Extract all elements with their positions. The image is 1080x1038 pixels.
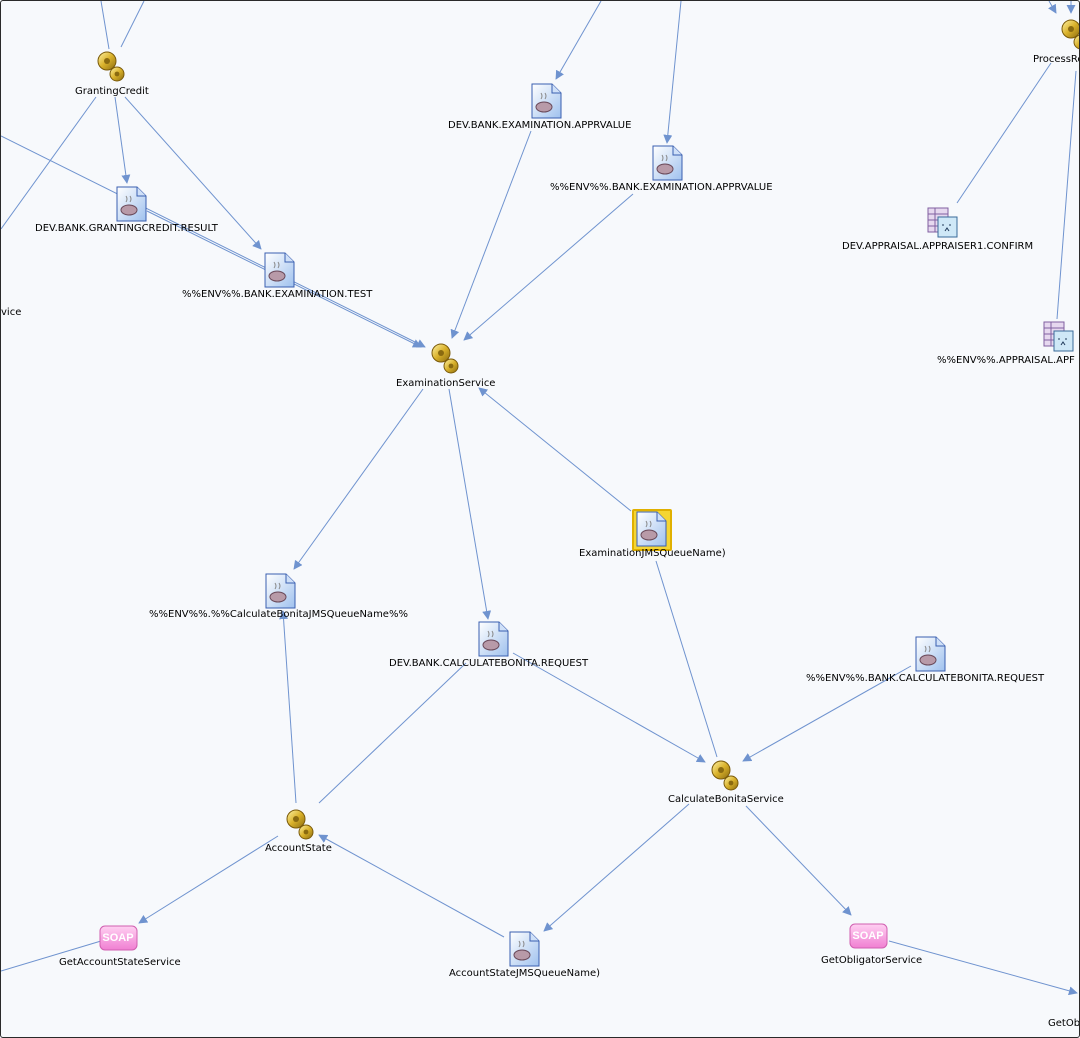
edge [138, 835, 279, 924]
soap-service-icon: SOAP [99, 925, 138, 951]
node-label: GetAccountStateService [59, 957, 181, 968]
node-queue-env-calculatebonita-request[interactable] [914, 636, 946, 672]
queue-document-icon [652, 145, 683, 181]
edge [1, 940, 102, 972]
edge [450, 130, 532, 339]
edge [1056, 70, 1077, 320]
edge [1, 96, 97, 230]
soap-badge-text: SOAP [852, 930, 883, 942]
queue-document-icon [116, 186, 147, 222]
node-label: GetObligatorService [821, 955, 923, 966]
node-label: DEV.APPRAISAL.APPRAISER1.CONFIRM [842, 241, 1034, 252]
edge [655, 560, 718, 758]
node-calculate-bonita-service[interactable] [707, 758, 743, 794]
edge [663, 1, 682, 144]
queue-document-icon [531, 83, 562, 119]
service-gear-icon [431, 343, 459, 374]
node-queue-accountstate-jms[interactable] [508, 931, 540, 967]
node-queue-dev-grantingcredit-result[interactable] [115, 186, 147, 222]
edge [318, 662, 467, 804]
node-queue-env-examination-apprvalue[interactable] [651, 145, 683, 181]
soap-service-icon: SOAP [849, 923, 888, 949]
edge [318, 834, 505, 938]
node-queue-examination-jms[interactable] [635, 511, 667, 547]
edge [124, 96, 262, 250]
node-queue-dev-calculatebonita-request[interactable] [477, 621, 509, 657]
edge [555, 1, 602, 80]
edge [448, 388, 492, 620]
node-label: %%ENV%%.%%CalculateBonitaJMSQueueName%% [149, 609, 408, 620]
edge [512, 652, 706, 763]
node-queue-env-examination-test[interactable] [263, 252, 295, 288]
edge [293, 388, 424, 570]
queue-document-icon [636, 511, 667, 547]
queue-document-icon [509, 931, 540, 967]
soap-badge-text: SOAP [102, 932, 133, 944]
node-table-dev-appraiser1-confirm[interactable] [927, 207, 959, 239]
node-soap-get-account-state[interactable]: SOAP [99, 923, 139, 953]
node-label-partial: vice [1, 307, 22, 318]
queue-document-icon [478, 621, 509, 657]
node-label-partial: GetObl [1048, 1018, 1080, 1029]
node-label: %%ENV%%.APPRAISAL.APF [937, 355, 1075, 366]
queue-document-icon [264, 252, 295, 288]
node-label: ExaminationJMSQueueName) [579, 548, 726, 559]
edge [463, 193, 634, 341]
node-label: ExaminationService [396, 378, 496, 389]
queue-document-icon [915, 636, 946, 672]
node-queue-dev-examination-apprvalue[interactable] [530, 83, 562, 119]
edge [1048, 1, 1057, 14]
edge [956, 62, 1052, 204]
service-gear-icon [286, 809, 314, 840]
edge [114, 96, 131, 184]
node-queue-env-calculatebonita-jms[interactable] [264, 573, 296, 609]
node-table-env-appraisal[interactable] [1043, 321, 1075, 353]
node-examination-service[interactable] [427, 341, 463, 377]
node-label: ProcessRe [1033, 54, 1080, 65]
edge [888, 940, 1078, 996]
service-gear-icon [711, 760, 739, 791]
edge [478, 387, 632, 512]
node-label: CalculateBonitaService [668, 794, 784, 805]
queue-document-icon [265, 573, 296, 609]
node-label: AccountStateJMSQueueName) [449, 968, 601, 979]
node-soap-get-obligator[interactable]: SOAP [849, 921, 889, 951]
database-table-icon [927, 207, 958, 238]
edge [120, 1, 145, 48]
service-gear-icon [97, 51, 125, 82]
node-label: %%ENV%%.BANK.CALCULATEBONITA.REQUEST [806, 673, 1045, 684]
node-label: %%ENV%%.BANK.EXAMINATION.TEST [182, 289, 373, 300]
node-account-state[interactable] [282, 807, 318, 843]
database-table-icon [1043, 321, 1074, 352]
node-label: DEV.BANK.EXAMINATION.APPRVALUE [448, 120, 632, 131]
edge [742, 665, 912, 762]
node-label: DEV.BANK.GRANTINGCREDIT.RESULT [35, 223, 218, 234]
edge [100, 1, 110, 50]
edge [745, 805, 852, 916]
node-label: DEV.BANK.CALCULATEBONITA.REQUEST [389, 658, 589, 669]
node-process-re[interactable] [1057, 17, 1079, 53]
node-label: AccountState [265, 843, 332, 854]
edge [279, 610, 297, 804]
edge [1, 135, 426, 348]
node-label: %%ENV%%.BANK.EXAMINATION.APPRVALUE [550, 182, 773, 193]
node-label: GrantingCredit [75, 86, 149, 97]
node-granting-credit[interactable] [93, 49, 129, 85]
edge [543, 803, 690, 932]
service-gear-icon [1061, 19, 1079, 50]
